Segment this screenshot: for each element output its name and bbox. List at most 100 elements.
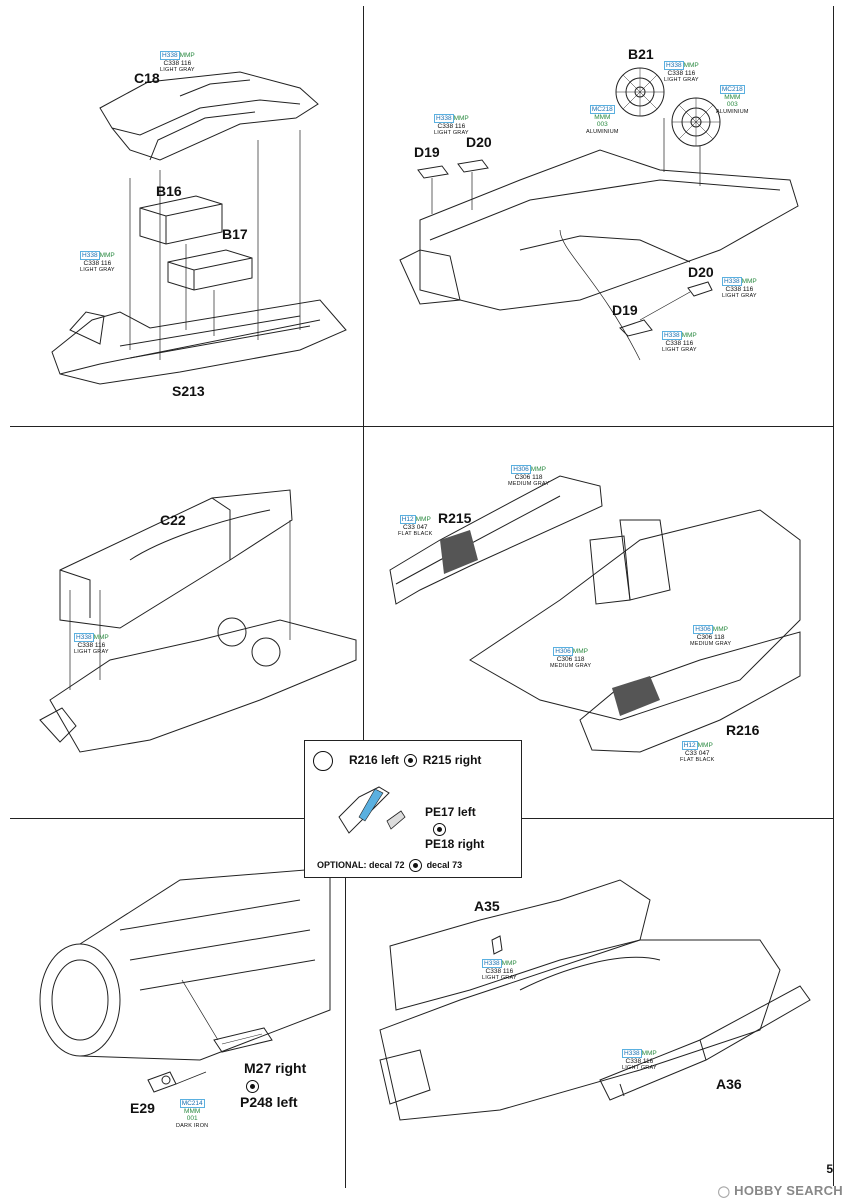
panel4-fuselage (469, 509, 801, 721)
num-code: 116 (642, 1057, 654, 1065)
paint-name: MEDIUM GRAY (508, 481, 550, 487)
mmp-code: MMP (683, 62, 699, 69)
rotate-arrows-icon (313, 751, 333, 771)
callout-pe17: PE17 left (425, 805, 476, 819)
paint-name: FLAT BLACK (398, 531, 433, 537)
label-b16: B16 (156, 183, 182, 199)
num-code: 116 (94, 641, 106, 649)
label-b21: B21 (628, 46, 654, 62)
mmp-code: MMP (712, 626, 728, 633)
page-number: 5 (826, 1162, 833, 1176)
c22-part-drawing (59, 489, 293, 629)
hobby-code: H338 (80, 251, 100, 260)
label-b17: B17 (222, 226, 248, 242)
paint-name: MEDIUM GRAY (690, 641, 732, 647)
c18-part-drawing (99, 71, 319, 161)
hobby-code: H306 (693, 625, 713, 634)
num-code: 003 (726, 101, 738, 108)
paint-name: ALUMINIUM (586, 128, 619, 135)
panel5-guide-lines (175, 979, 219, 1085)
mc-code: MC218 (719, 85, 745, 94)
mmp-code: MMP (530, 466, 546, 473)
c-code: C338 (83, 259, 100, 267)
label-a36: A36 (716, 1076, 742, 1092)
exhaust-nozzle-drawing (39, 867, 331, 1061)
hobby-code: H12 (681, 741, 698, 750)
label-d19: D19 (414, 144, 440, 160)
a36-panel-drawing (599, 985, 811, 1101)
paint-code-aluminium-2: MC218 MMM 003 ALUMINIUM (716, 85, 749, 116)
hobby-code: H338 (160, 51, 180, 60)
num-code: 118 (714, 633, 725, 641)
c-code: C338 (725, 285, 742, 293)
label-c18: C18 (134, 70, 160, 86)
m27-plate-drawing (213, 1027, 273, 1053)
label-c22: C22 (160, 512, 186, 528)
paint-code-dark-iron: MC214 MMM 001 DARK IRON (176, 1099, 209, 1130)
callout-optional: OPTIONAL: decal 72 decal 73 (317, 859, 462, 872)
s213-fuselage-drawing (51, 299, 347, 385)
num-code: 001 (186, 1115, 198, 1122)
paint-name: LIGHT GRAY (80, 267, 115, 273)
num-code: 116 (100, 259, 112, 267)
label-r216: R216 (726, 722, 760, 738)
frame-vertical-bottom (345, 878, 347, 1188)
num-code: 116 (742, 285, 754, 293)
mmp-code: MMP (453, 115, 469, 122)
mmp-code: MMP (99, 252, 115, 259)
a35-panel-drawing (389, 879, 651, 1011)
panel3-guide-lines (69, 520, 291, 690)
label-s213: S213 (172, 383, 205, 399)
panel1-guide-lines (129, 130, 301, 360)
callout-pe18: PE18 right (425, 837, 485, 851)
b21-compressor-faces (615, 67, 721, 147)
symmetry-icon (404, 754, 418, 768)
frame-vertical-top (363, 6, 365, 426)
c-code: C338 (163, 59, 180, 67)
c-code: C338 (485, 967, 502, 975)
label-p248: P248 left (240, 1094, 298, 1110)
c-code: C306 (514, 473, 531, 481)
paint-code-aluminium-1: MC218 MMM 003 ALUMINIUM (586, 105, 619, 136)
c-code: C33 (402, 523, 415, 531)
c-code: C306 (696, 633, 713, 641)
hobby-code: H12 (399, 515, 416, 524)
num-code: 116 (180, 59, 192, 67)
paint-name: LIGHT GRAY (664, 77, 699, 83)
optional-decal-72: OPTIONAL: decal 72 (317, 859, 405, 870)
mmp-code: MMP (572, 648, 588, 655)
mmp-code: MMP (641, 1050, 657, 1057)
hobby-code: H306 (511, 465, 531, 474)
mmp-code: MMP (697, 742, 713, 749)
num-code: 118 (532, 473, 543, 481)
frame-horizontal-top (10, 426, 834, 428)
num-code: 116 (682, 339, 694, 347)
paint-name: LIGHT GRAY (722, 293, 757, 299)
label-d20-second: D20 (688, 264, 714, 280)
hobby-code: H306 (553, 647, 573, 656)
c-code: C338 (625, 1057, 642, 1065)
paint-name: LIGHT GRAY (482, 975, 517, 981)
callout-line-1: R216 left R215 right (349, 753, 482, 768)
label-r215: R215 (438, 510, 472, 526)
r215-canopy-rail (389, 475, 603, 605)
num-code: 047 (698, 749, 710, 757)
hobby-code: H338 (434, 114, 454, 123)
paint-name: DARK IRON (176, 1122, 209, 1129)
mmm-code: MMM (184, 1107, 201, 1115)
label-d20: D20 (466, 134, 492, 150)
hobby-code: H338 (74, 633, 94, 642)
paint-name: MEDIUM GRAY (550, 663, 592, 669)
mc-code: MC218 (589, 105, 615, 114)
num-code: 118 (574, 655, 585, 663)
num-code: 116 (684, 69, 696, 77)
callout-r215-right: R215 right (422, 753, 482, 767)
symmetry-icon (433, 823, 446, 836)
